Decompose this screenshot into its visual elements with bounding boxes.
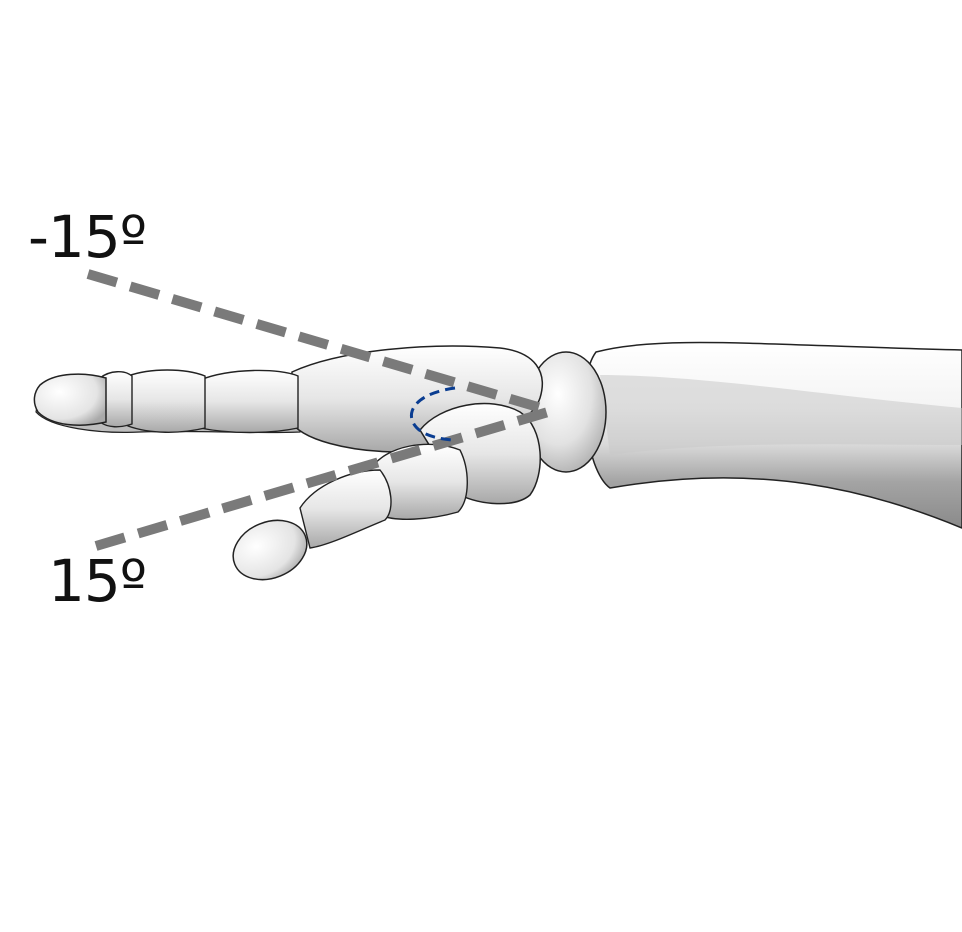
forearm-shadow-band — [600, 375, 962, 455]
reference-line-lower — [94, 407, 550, 551]
flexed-thumb — [232, 443, 468, 581]
extended-fingers — [33, 369, 299, 434]
reference-line-upper — [86, 269, 550, 415]
angle-label-negative: -15º — [28, 203, 147, 271]
angle-arc — [409, 386, 456, 442]
angle-label-positive: 15º — [48, 547, 147, 615]
